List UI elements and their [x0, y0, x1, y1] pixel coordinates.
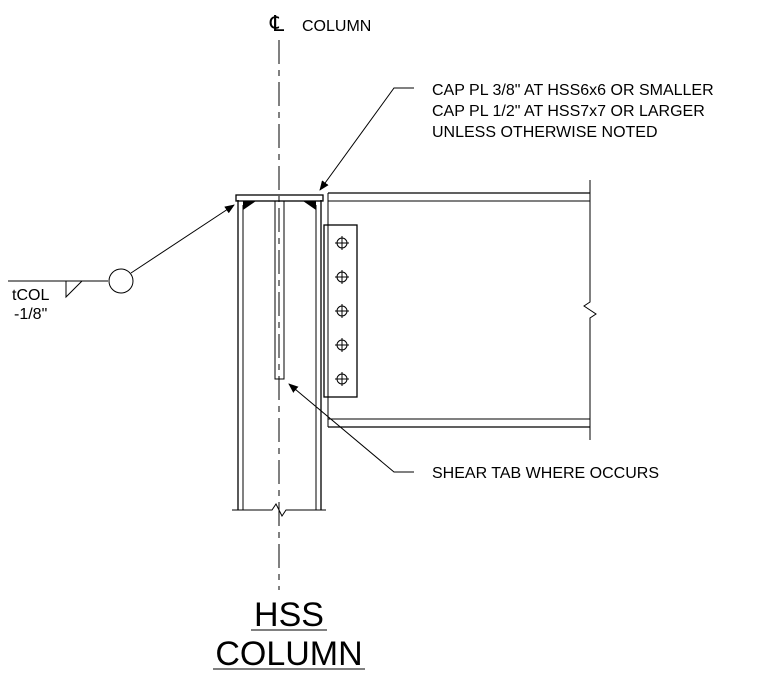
shear-tab-plate — [323, 224, 358, 398]
shear-tab-leader — [288, 383, 414, 473]
cap-plate-note: CAP PL 3/8" AT HSS6x6 OR SMALLER CAP PL … — [432, 82, 714, 141]
centerline-label: COLUMN — [302, 18, 371, 35]
bolt — [335, 304, 349, 318]
cap-weld-left — [243, 201, 256, 210]
hss-column — [232, 200, 326, 517]
weld-size-value: -1/8" — [14, 306, 47, 323]
svg-text:COLUMN: COLUMN — [215, 635, 362, 673]
steel-beam — [327, 180, 597, 440]
cap-weld-right — [303, 201, 316, 210]
cap-plate-leader — [319, 87, 414, 191]
detail-title: HSS COLUMN — [213, 596, 365, 673]
bolt — [335, 338, 349, 352]
weld-symbol: tCOL -1/8" — [8, 204, 235, 323]
bolt — [335, 270, 349, 284]
bolt — [335, 236, 349, 250]
svg-text:CAP PL 3/8" AT HSS6x6 OR SMALL: CAP PL 3/8" AT HSS6x6 OR SMALLER — [432, 82, 714, 99]
bolt-group — [335, 236, 349, 386]
weld-all-around-icon — [108, 268, 134, 294]
weld-size-label: tCOL — [12, 287, 49, 304]
svg-text:CAP PL 1/2" AT HSS7x7 OR LARGE: CAP PL 1/2" AT HSS7x7 OR LARGER — [432, 103, 705, 120]
svg-text:HSS: HSS — [254, 596, 324, 634]
svg-text:UNLESS OTHERWISE NOTED: UNLESS OTHERWISE NOTED — [432, 124, 658, 141]
shear-tab-note: SHEAR TAB WHERE OCCURS — [432, 465, 659, 482]
internal-plate — [274, 200, 285, 380]
bolt — [335, 372, 349, 386]
centerline-symbol: ℄ — [269, 11, 285, 36]
